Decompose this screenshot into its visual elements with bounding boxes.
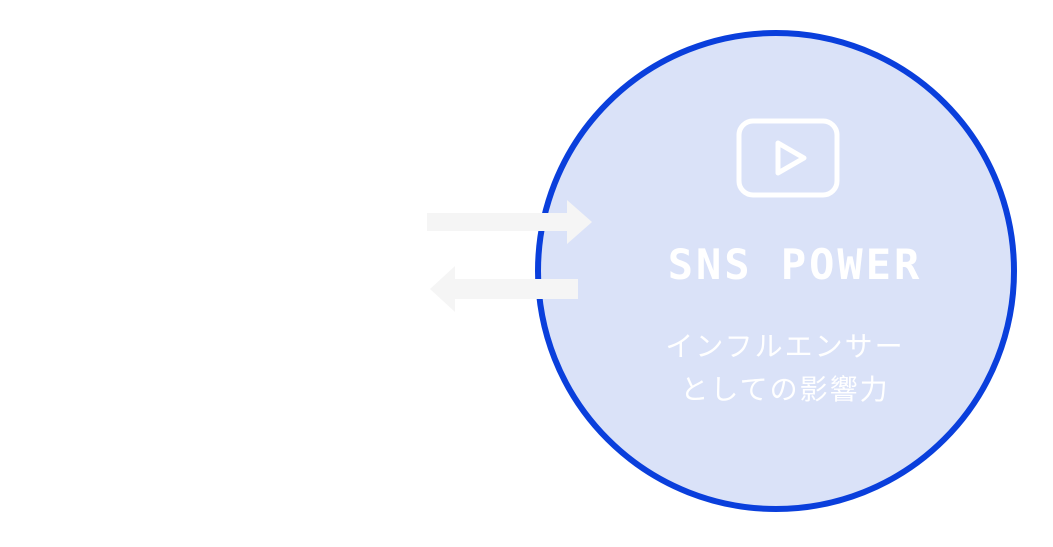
influencer-description: インフルエンサー としての影響力: [560, 325, 1010, 411]
description-line-2: としての影響力: [680, 373, 890, 406]
description-line-1: インフルエンサー: [665, 330, 905, 363]
sns-power-circle: [535, 30, 1017, 512]
play-button-icon: [736, 118, 840, 198]
sns-power-title: SNS POWER: [667, 240, 923, 289]
